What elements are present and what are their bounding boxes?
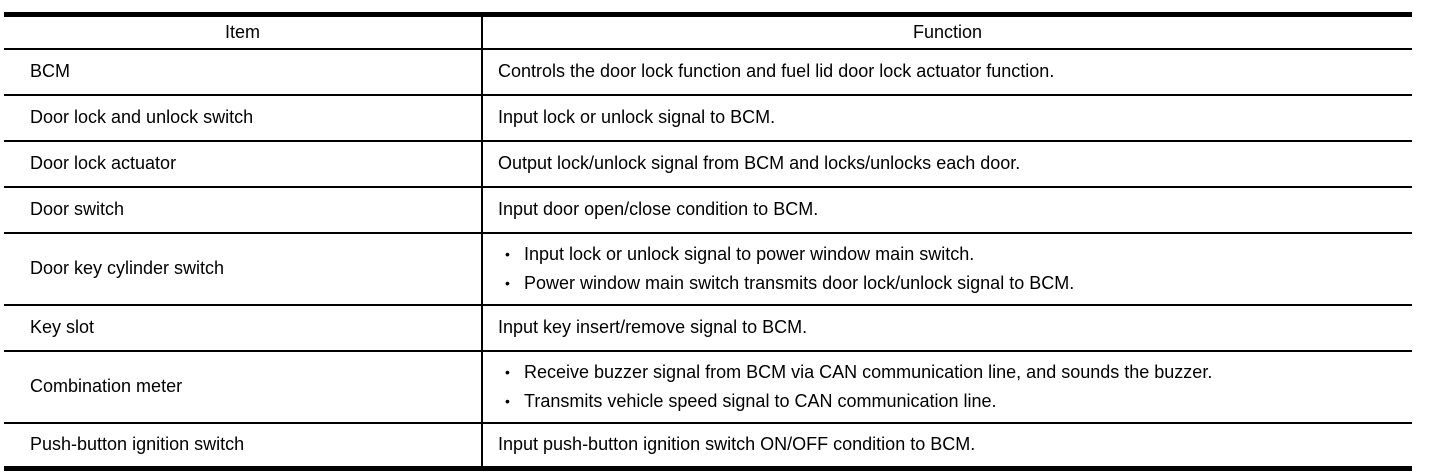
table-row: Door switch Input door open/close conditi… <box>4 186 1412 234</box>
table-row: Push-button ignition switch Input push-bu… <box>4 422 1412 470</box>
function-text: Input lock or unlock signal to power win… <box>524 243 975 264</box>
function-line: Input key insert/remove signal to BCM. <box>498 313 1400 342</box>
item-cell: Door lock and unlock switch <box>4 94 483 142</box>
function-cell: • Receive buzzer signal from BCM via CAN … <box>482 350 1412 424</box>
function-line: • Transmits vehicle speed signal to CAN c… <box>498 387 1400 416</box>
function-text: Input key insert/remove signal to BCM. <box>498 317 808 337</box>
function-line: • Power window main switch transmits door… <box>498 269 1400 298</box>
bullet-glyph: • <box>505 392 510 409</box>
table-row: BCM Controls the door lock function and f… <box>4 48 1412 96</box>
function-line: • Receive buzzer signal from BCM via CAN … <box>498 358 1400 387</box>
table-row: Combination meter • Receive buzzer signal … <box>4 350 1412 424</box>
function-text: Controls the door lock function and fuel… <box>498 61 1055 81</box>
function-cell: Input lock or unlock signal to BCM. <box>482 94 1412 142</box>
function-cell: Output lock/unlock signal from BCM and l… <box>482 140 1412 188</box>
function-line: Input door open/close condition to BCM. <box>498 195 1400 224</box>
function-cell: Input door open/close condition to BCM. <box>482 186 1412 234</box>
function-cell: • Input lock or unlock signal to power wi… <box>482 232 1412 306</box>
item-cell: Key slot <box>4 304 483 352</box>
function-text: Input push-button ignition switch ON/OFF… <box>498 434 976 455</box>
function-cell: Input key insert/remove signal to BCM. <box>482 304 1412 352</box>
bullet-glyph: • <box>505 274 510 291</box>
item-cell: BCM <box>4 48 483 96</box>
function-text: Receive buzzer signal from BCM via CAN c… <box>524 361 1213 382</box>
table-header: Item Function <box>4 14 1412 50</box>
table-body: BCM Controls the door lock function and f… <box>4 48 1412 470</box>
function-text: Output lock/unlock signal from BCM and l… <box>498 153 1021 173</box>
header-function: Function <box>482 14 1412 50</box>
table-row: Door key cylinder switch • Input lock or u… <box>4 232 1412 306</box>
function-line: • Input lock or unlock signal to power wi… <box>498 240 1400 269</box>
item-cell: Push-button ignition switch <box>4 422 483 470</box>
item-cell: Door switch <box>4 186 483 234</box>
item-function-table: Item Function BCM Controls the door lock … <box>4 12 1412 471</box>
function-line: Controls the door lock function and fuel… <box>498 57 1400 86</box>
function-line: Output lock/unlock signal from BCM and l… <box>498 149 1400 178</box>
bullet-glyph: • <box>505 245 510 262</box>
table-row: Door lock actuator Output lock/unlock sig… <box>4 140 1412 188</box>
function-text: Input door open/close condition to BCM. <box>498 199 819 219</box>
function-line: Input push-button ignition switch ON/OFF… <box>498 430 1400 459</box>
table-row: Door lock and unlock switch Input lock or… <box>4 94 1412 142</box>
header-item: Item <box>4 14 483 50</box>
header-row: Item Function <box>4 14 1412 50</box>
item-cell: Door lock actuator <box>4 140 483 188</box>
function-text: Transmits vehicle speed signal to CAN co… <box>524 390 997 411</box>
bullet-glyph: • <box>505 363 510 380</box>
function-cell: Controls the door lock function and fuel… <box>482 48 1412 96</box>
item-cell: Door key cylinder switch <box>4 232 483 306</box>
function-line: Input lock or unlock signal to BCM. <box>498 103 1400 132</box>
table-row: Key slot Input key insert/remove signal t… <box>4 304 1412 352</box>
function-cell: Input push-button ignition switch ON/OFF… <box>482 422 1412 470</box>
function-text: Power window main switch transmits door … <box>524 272 1075 293</box>
function-text: Input lock or unlock signal to BCM. <box>498 107 776 127</box>
item-cell: Combination meter <box>4 350 483 424</box>
